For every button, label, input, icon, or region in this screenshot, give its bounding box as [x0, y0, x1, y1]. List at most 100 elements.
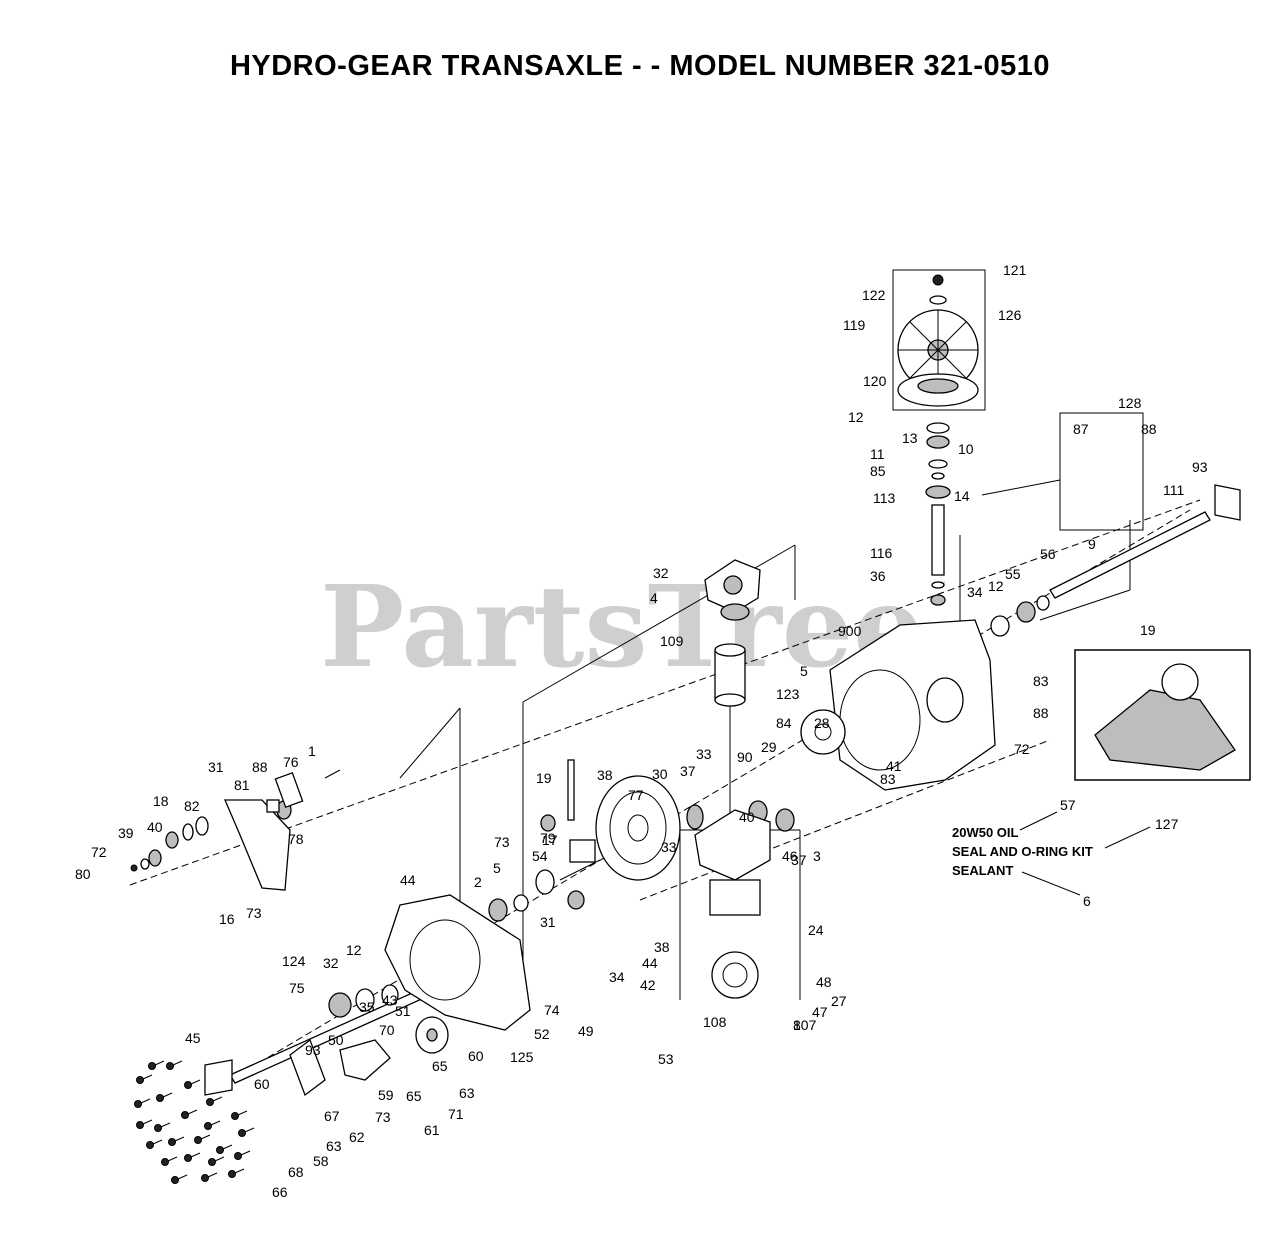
callout-label: 16 — [219, 911, 235, 927]
filter-part — [711, 951, 759, 999]
bolt-head — [181, 1111, 189, 1119]
bolt-head — [166, 1062, 174, 1070]
callout-label: 40 — [147, 819, 163, 835]
callout-label: 61 — [424, 1122, 440, 1138]
callout-label: 90 — [737, 749, 753, 765]
callout-label: 33 — [661, 839, 677, 855]
callout-label: 32 — [653, 565, 669, 581]
callout-label: 79 — [540, 830, 556, 846]
bolt-head — [201, 1174, 209, 1182]
callout-label: 30 — [652, 766, 668, 782]
watermark-text: PartsTree — [320, 562, 924, 693]
callout-label: 65 — [432, 1058, 448, 1074]
bolt-shank — [210, 1120, 221, 1126]
callout-label: 44 — [400, 872, 416, 888]
bolt-head — [148, 1062, 156, 1070]
bolt-head — [184, 1081, 192, 1089]
bolt-head — [228, 1170, 236, 1178]
callout-label: 47 — [812, 1004, 828, 1020]
callout-label: 74 — [544, 1002, 560, 1018]
callout-label: 59 — [378, 1087, 394, 1103]
callout-label: 19 — [536, 770, 552, 786]
callout-label: 88 — [1033, 705, 1049, 721]
bolt-shank — [234, 1168, 245, 1174]
bolt-head — [204, 1122, 212, 1130]
bolt-shank — [222, 1144, 233, 1150]
callout-label: 12 — [346, 942, 362, 958]
bolt-head — [156, 1094, 164, 1102]
callout-label: 124 — [282, 953, 306, 969]
callout-label: 81 — [234, 777, 250, 793]
callout-label: 12 — [848, 409, 864, 425]
note-sealant-ref: 6 — [1083, 893, 1091, 909]
callout-label: 53 — [658, 1051, 674, 1067]
callout-label: 84 — [776, 715, 792, 731]
callout-label: 88 — [252, 759, 268, 775]
callout-label: 35 — [359, 999, 375, 1015]
parts — [130, 274, 1251, 1097]
callout-label: 60 — [468, 1048, 484, 1064]
callout-label: 27 — [831, 993, 847, 1009]
callout-label: 5 — [800, 663, 808, 679]
note-sealant: SEALANT — [952, 863, 1013, 878]
callout-label: 43 — [382, 992, 398, 1008]
callout-label: 119 — [843, 317, 866, 333]
bolt-head — [146, 1141, 154, 1149]
bolt-head — [231, 1112, 239, 1120]
fan-pulley-box — [892, 269, 1144, 531]
bolt-shank — [212, 1096, 223, 1102]
callout-label: 1 — [308, 743, 316, 759]
callout-label: 51 — [395, 1003, 411, 1019]
callout-label: 83 — [880, 771, 896, 787]
callout-label: 93 — [305, 1042, 321, 1058]
callout-label: 3 — [813, 848, 821, 864]
callout-label: 33 — [696, 746, 712, 762]
bolt-head — [206, 1098, 214, 1106]
callout-label: 50 — [328, 1032, 344, 1048]
callout-label: 39 — [118, 825, 134, 841]
callout-label: 107 — [793, 1017, 817, 1033]
callout-label: 116 — [870, 545, 893, 561]
callout-label: 38 — [597, 767, 613, 783]
bolt-head — [234, 1152, 242, 1160]
callout-label: 125 — [510, 1049, 534, 1065]
callout-label: 49 — [578, 1023, 594, 1039]
callout-label: 121 — [1003, 262, 1027, 278]
callout-label: 14 — [954, 488, 970, 504]
callout-label: 900 — [838, 623, 862, 639]
bolt-head — [161, 1158, 169, 1166]
bolt-shank — [187, 1109, 198, 1115]
callout-label: 9 — [1088, 536, 1096, 552]
callout-label: 73 — [375, 1109, 391, 1125]
callout-label: 62 — [349, 1129, 365, 1145]
callout-label: 13 — [902, 430, 918, 446]
callout-label: 72 — [1014, 741, 1030, 757]
callout-label: 4 — [650, 590, 658, 606]
callout-label: 82 — [184, 798, 200, 814]
callout-label: 108 — [703, 1014, 727, 1030]
bolt-head — [154, 1124, 162, 1132]
side-housing-part — [384, 894, 531, 1031]
callout-label: 63 — [326, 1138, 342, 1154]
callout-label: 58 — [313, 1153, 329, 1169]
callout-label: 56 — [1040, 546, 1056, 562]
note-oil: 20W50 OIL — [952, 825, 1019, 840]
callout-label: 113 — [873, 490, 896, 506]
callout-label: 24 — [808, 922, 824, 938]
main-housing-part — [829, 619, 996, 791]
bolt-shank — [240, 1150, 251, 1156]
callout-label: 10 — [958, 441, 974, 457]
note-oil-ref: 57 — [1060, 797, 1076, 813]
callout-label: 28 — [814, 715, 830, 731]
callout-label: 29 — [761, 739, 777, 755]
callout-label: 41 — [886, 758, 902, 774]
bolt-head — [171, 1176, 179, 1184]
callout-label: 31 — [540, 914, 556, 930]
callout-label: 78 — [288, 831, 304, 847]
bolt-shank — [167, 1156, 178, 1162]
bolt-head — [216, 1146, 224, 1154]
callout-label: 80 — [75, 866, 91, 882]
callout-label: 87 — [1073, 421, 1089, 437]
callout-label: 52 — [534, 1026, 550, 1042]
